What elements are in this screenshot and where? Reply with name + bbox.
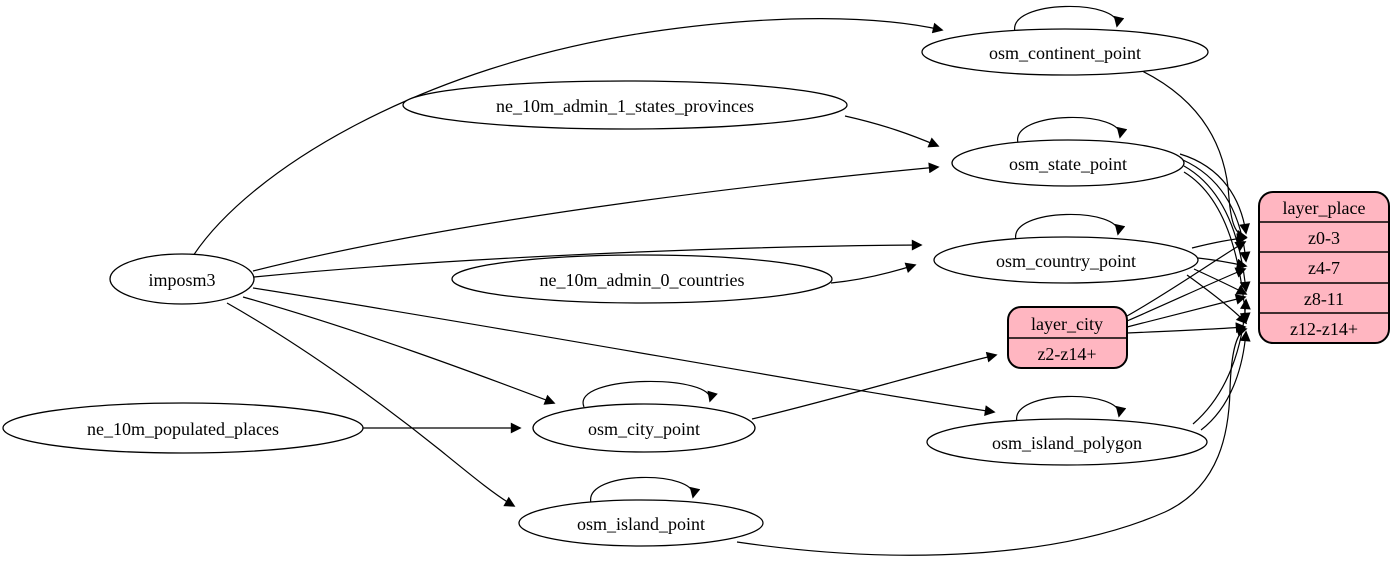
node-ne_10m_admin_1_states_provinces: ne_10m_admin_1_states_provinces <box>402 80 848 130</box>
self-loop-osm_city_point <box>582 380 718 408</box>
edge-ne_10m_admin_0_countries-osm_country_point <box>830 262 917 284</box>
record-layer_city-title: layer_city <box>1031 314 1103 334</box>
edge-osm_city_point-layer_city-z2-z14 <box>751 351 998 420</box>
node-osm_country_point: osm_country_point <box>933 236 1199 284</box>
node-ne_10m_populated_places: ne_10m_populated_places <box>2 402 364 454</box>
edge-osm_island_polygon-layer_place-z8-11 <box>1192 298 1251 425</box>
node-osm_island_point-label: osm_island_point <box>577 514 705 534</box>
edge-imposm3-osm_country_point <box>253 239 923 278</box>
self-loop-osm_continent_point <box>1014 5 1125 33</box>
edge-imposm3-osm_continent_point <box>192 18 944 257</box>
edge-layer_city-layer_place-z0-3 <box>1126 241 1247 317</box>
node-ne_10m_admin_1_states_provinces-label: ne_10m_admin_1_states_provinces <box>496 96 754 116</box>
node-osm_country_point-label: osm_country_point <box>996 251 1136 271</box>
edge-osm_country_point-layer_place-z4-7 <box>1197 257 1248 270</box>
record-layer_city-row-z2-z14: z2-z14+ <box>1037 344 1096 364</box>
node-osm_island_polygon: osm_island_polygon <box>926 418 1208 466</box>
edge-osm_continent_point-layer_place-z0-3 <box>1137 68 1248 241</box>
edge-osm_island_point-layer_place-z12-z14 <box>736 326 1248 556</box>
node-ne_10m_admin_0_countries: ne_10m_admin_0_countries <box>451 254 833 304</box>
edge-osm_country_point-layer_place-z8-11 <box>1193 268 1248 295</box>
edge-layer_city-layer_place-z8-11 <box>1126 294 1247 328</box>
self-loop-osm_island_polygon <box>1016 395 1127 423</box>
node-ne_10m_admin_0_countries-shape <box>451 254 833 304</box>
record-layer_place-row-z12-z14: z12-z14+ <box>1290 319 1358 339</box>
node-ne_10m_populated_places-shape <box>2 402 364 454</box>
record-layer_place-row-z4-7: z4-7 <box>1308 258 1340 278</box>
self-loop-osm_island_point <box>590 476 701 504</box>
edge-layer_city-layer_place-z12-z14 <box>1126 322 1247 334</box>
node-osm_island_polygon-label: osm_island_polygon <box>992 433 1142 453</box>
record-layer_place-row-z0-3: z0-3 <box>1308 228 1340 248</box>
node-ne_10m_admin_1_states_provinces-shape <box>402 80 848 130</box>
node-osm_island_polygon-shape <box>926 418 1208 466</box>
node-osm_island_point: osm_island_point <box>518 499 764 547</box>
node-imposm3-shape <box>109 253 255 305</box>
node-ne_10m_populated_places-label: ne_10m_populated_places <box>87 419 279 439</box>
node-osm_continent_point-shape <box>921 28 1209 76</box>
edge-osm_country_point-layer_place-z0-3 <box>1191 233 1248 249</box>
node-imposm3-label: imposm3 <box>148 270 215 290</box>
node-osm_continent_point-label: osm_continent_point <box>989 43 1141 63</box>
node-osm_continent_point: osm_continent_point <box>921 28 1209 76</box>
edge-layer_city-layer_place-z4-7 <box>1126 267 1247 322</box>
record-layer_place-shape <box>1258 191 1390 344</box>
node-osm_city_point-label: osm_city_point <box>588 419 700 439</box>
node-osm_state_point: osm_state_point <box>951 139 1185 187</box>
edge-imposm3-osm_state_point <box>252 162 940 272</box>
node-osm_city_point: osm_city_point <box>532 403 756 453</box>
node-imposm3: imposm3 <box>109 253 255 305</box>
record-layer_place-row-z8-11: z8-11 <box>1304 289 1344 309</box>
self-loop-osm_state_point <box>1017 116 1128 144</box>
node-osm_state_point-shape <box>951 139 1185 187</box>
edge-imposm3-osm_city_point <box>242 296 556 405</box>
node-osm_state_point-label: osm_state_point <box>1009 154 1127 174</box>
node-osm_city_point-shape <box>532 403 756 453</box>
edge-imposm3-osm_island_point <box>226 302 516 507</box>
record-layer_place-title: layer_place <box>1283 198 1366 218</box>
node-osm_island_point-shape <box>518 499 764 547</box>
node-ne_10m_admin_0_countries-label: ne_10m_admin_0_countries <box>540 270 745 290</box>
self-loop-osm_country_point <box>1015 213 1126 241</box>
edge-osm_state_point-layer_place-z4-7 <box>1182 159 1251 263</box>
edge-osm_island_polygon-layer_place-z12-z14 <box>1200 330 1251 431</box>
node-osm_country_point-shape <box>933 236 1199 284</box>
edges <box>192 5 1251 556</box>
edge-ne_10m_admin_1_states_provinces-osm_state_point <box>844 115 940 148</box>
edge-imposm3-osm_island_polygon <box>252 287 996 416</box>
record-layer_place: layer_place z0-3 z4-7 z8-11 z12-z14+ <box>1258 191 1390 344</box>
edge-osm_state_point-layer_place-z0-3 <box>1179 153 1250 235</box>
record-layer_city: layer_city z2-z14+ <box>1007 306 1128 369</box>
